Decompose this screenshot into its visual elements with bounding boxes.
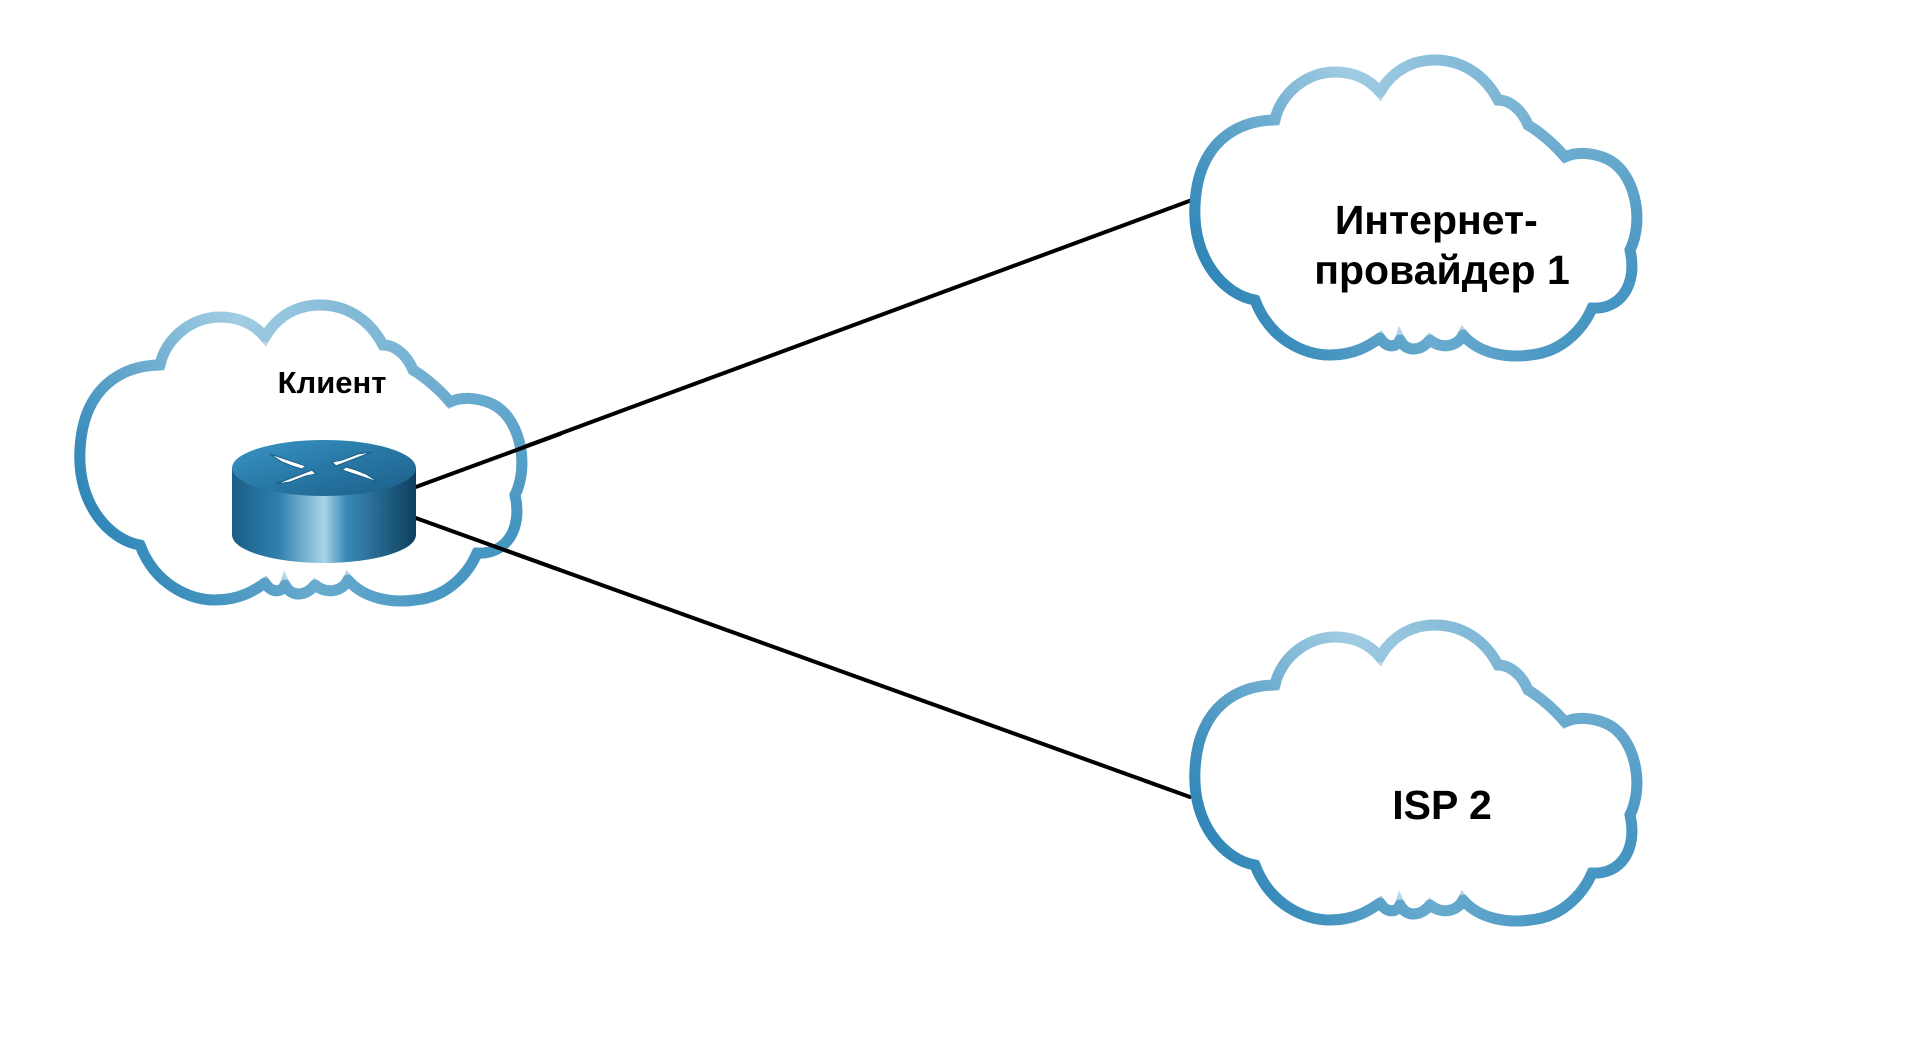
link-client-isp1-segment (411, 432, 562, 490)
isp2-cloud[interactable] (1195, 625, 1637, 921)
link-client-isp2-segment (411, 515, 562, 572)
isp2-label: ISP 2 (1392, 782, 1492, 828)
isp1-label-line1: Интернет- (1335, 197, 1538, 243)
isp1-label-line2: провайдер 1 (1314, 247, 1570, 293)
router-top (232, 440, 416, 496)
client-label: Клиент (278, 365, 387, 400)
router-icon[interactable] (232, 440, 416, 563)
router-arrows-icon (269, 451, 379, 485)
isp1-label: Интернет- провайдер 1 (1314, 197, 1570, 293)
